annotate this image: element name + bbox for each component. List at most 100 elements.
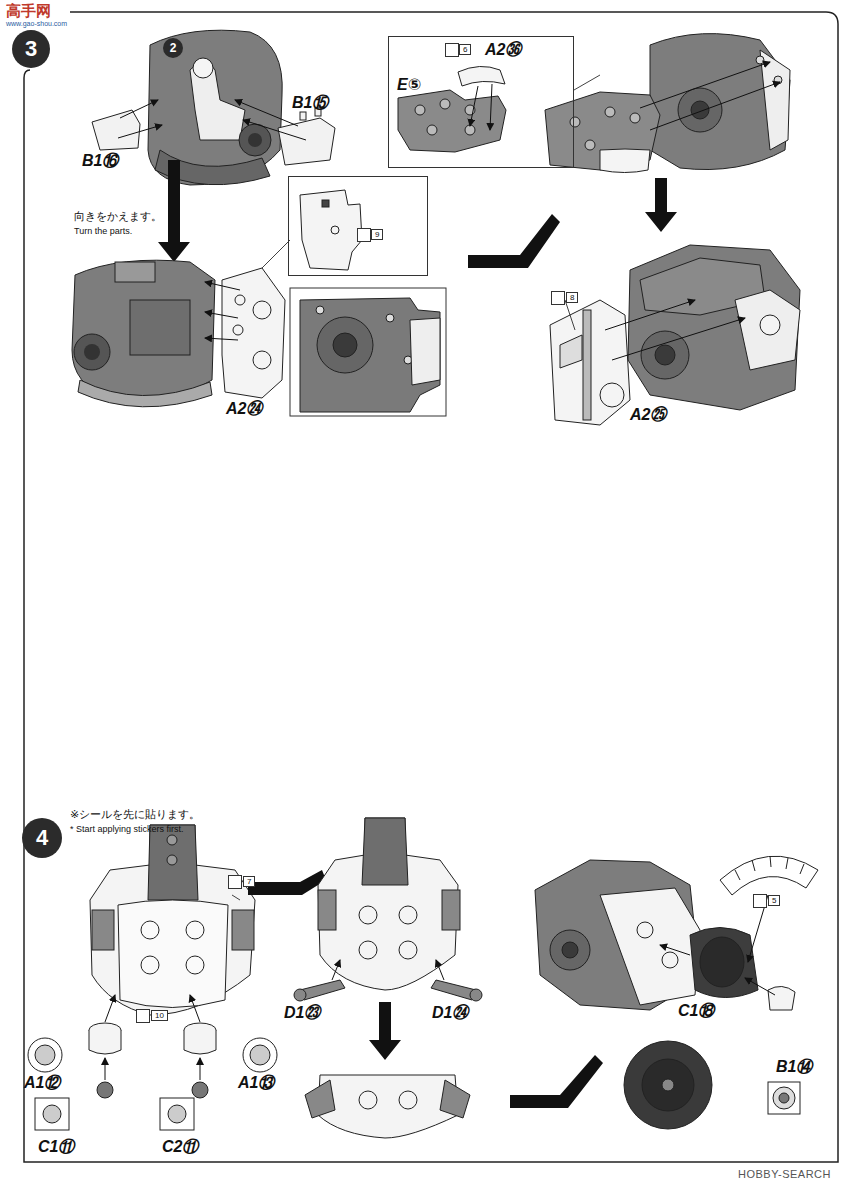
assembly-arrows [205,282,240,340]
drawing-shape [768,1082,800,1114]
step-number-circle: 3 [12,30,50,68]
drawing-shape [74,334,110,370]
drawing-shape [186,956,204,974]
pod-front [90,825,255,1015]
drawing-shape [585,140,595,150]
source-watermark: HOBBY-SEARCH [738,1168,831,1181]
step-number: 2 [170,41,177,55]
drawing-shape [168,1105,186,1123]
drawing-shape [318,818,458,990]
drawing-shape [84,344,100,360]
drawing-shape [232,910,254,950]
drawing-shape [756,56,764,64]
drawing-shape [115,262,155,282]
drawing-shape [779,1093,789,1103]
assembly-arrows [605,300,745,360]
drawing-shape [574,75,600,90]
drawing-shape [700,937,744,987]
part-code: D1㉓ [284,1004,320,1022]
watermark: www.gao-shou.com [6,20,67,28]
drawing-shape [105,1058,106,1080]
drawing-shape [90,825,255,1015]
drawing-shape [570,117,580,127]
drawing-shape [205,282,240,290]
drawing-shape [398,90,506,152]
drawing-shape [465,125,475,135]
assembly-arrows [332,960,444,980]
assembly-arrows [470,84,492,130]
assembly-arrows [640,62,780,130]
drawing-shape [624,1041,712,1129]
drawing-shape [235,295,245,305]
drawing-shape [317,317,373,373]
drawing-shape [316,306,324,314]
cockpit-body [650,34,790,170]
sticker-number: 7 [243,876,255,887]
drawing-shape [253,301,271,319]
detail-inset-box: 6A2㊱E⑤ [388,36,574,168]
part-code: A2㊱ [485,41,521,59]
drawing-shape [773,1087,795,1109]
drawing-shape [300,112,306,120]
drawing-shape [248,870,326,895]
part-a2-25 [550,300,630,425]
page-frame [24,12,838,1162]
drawing-shape [600,888,700,1005]
sticker-icon [357,228,371,242]
drawing-shape [565,300,575,330]
drawing-shape [28,1038,62,1072]
drawing-shape [359,906,377,924]
part-code: A1⑫ [24,1074,60,1092]
drawing-shape [427,125,437,135]
step-number-circle: 2 [163,38,183,58]
drawing-shape [318,890,336,930]
sticker-arc [720,856,818,895]
drawing-shape [745,978,775,995]
pod-front [318,818,460,990]
drawing-shape [294,989,306,1001]
drawing-shape [235,100,298,126]
watermark: 高手网 [6,2,51,19]
drawing-shape [78,380,212,407]
drawing-shape [690,928,758,998]
drawing-shape [205,312,238,318]
drawing-shape [415,105,425,115]
drawing-shape [655,345,675,365]
step-number-circle: 4 [22,818,62,858]
drawing-shape [97,1082,113,1098]
part-code: B1⑭ [776,1058,812,1076]
drawing-shape [600,383,624,407]
flow-arrow [645,178,677,232]
drawing-shape [318,1075,458,1138]
assembly-arrows [118,100,306,140]
flow-chevron [248,870,326,895]
sticker-icon [445,43,459,57]
drawing-shape [118,125,162,138]
drawing-shape [691,101,709,119]
part-c1-18 [690,928,758,998]
drawing-shape [399,1091,417,1109]
drawing-shape [118,900,228,1008]
drawing-shape [222,268,285,398]
drawing-shape [233,325,243,335]
drawing-shape [186,921,204,939]
drawing-shape [332,960,340,980]
drawing-shape [141,956,159,974]
drawing-shape [431,980,476,1000]
sticker-number: 10 [151,1010,168,1021]
drawing-shape [250,1045,270,1065]
drawing-shape [300,980,345,1000]
drawing-shape [468,214,560,268]
drawing-shape [278,118,335,165]
part-code: C1⑱ [678,1002,714,1020]
drawing-shape [105,995,115,1022]
drawing-shape [35,1045,55,1065]
drawing-shape [650,82,780,130]
part-a2-24 [222,268,285,398]
leader-line [565,300,575,330]
drawing-shape [24,12,838,1162]
part-a2-36 [458,66,505,86]
drawing-shape [167,835,177,845]
drawing-shape [205,338,238,340]
drawing-shape [253,351,271,369]
